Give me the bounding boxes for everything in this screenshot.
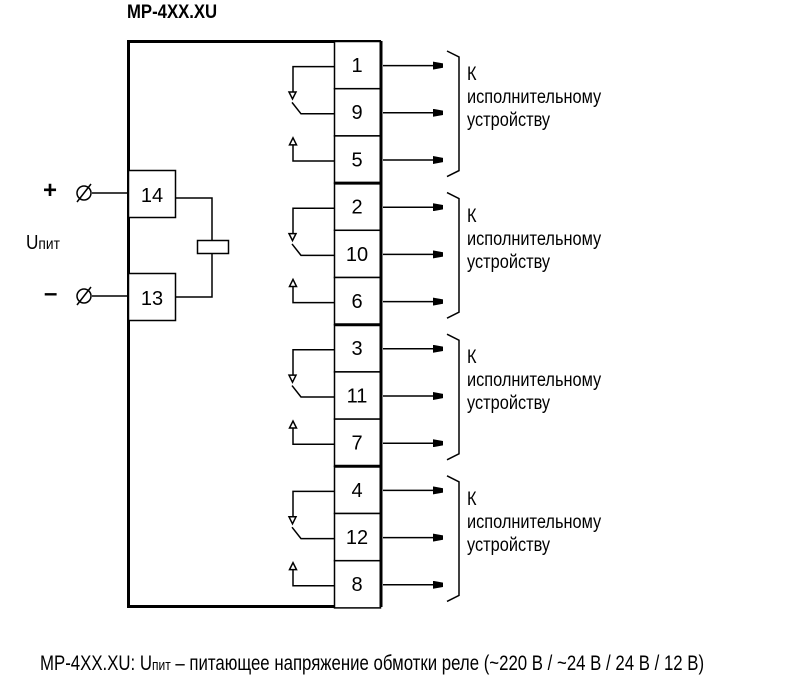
terminal-3-label: 3 xyxy=(351,338,362,360)
relay-groups: 1 9 5 2 10 6 3 11 7 4 12 8 xyxy=(287,40,460,609)
caption-rest: – питающее напряжение обмотки реле (~220… xyxy=(170,652,705,675)
switch-blade xyxy=(291,243,334,257)
terminal-10-box xyxy=(333,229,382,279)
relay-coil-icon xyxy=(196,239,230,255)
terminal-6-label: 6 xyxy=(351,291,362,313)
no-contact-wire xyxy=(292,143,334,162)
common-contact-wire xyxy=(292,349,334,379)
terminal-12-label: 12 xyxy=(346,527,368,549)
no-contact-wire xyxy=(292,568,334,587)
relay-group-3: 3 11 7 xyxy=(287,323,460,468)
terminal-14-label: 14 xyxy=(141,185,163,207)
terminal-9-label: 9 xyxy=(351,102,362,124)
common-contact-wire xyxy=(292,207,334,237)
destination-line: устройству xyxy=(467,110,551,131)
group-bracket xyxy=(446,191,460,319)
no-contact-icon xyxy=(288,136,298,146)
switch-blade xyxy=(291,385,334,398)
plus-screw-terminal-icon xyxy=(76,183,92,203)
relay-group-1: 1 9 5 xyxy=(287,40,460,184)
common-contact-wire xyxy=(292,490,334,521)
no-contact-icon xyxy=(288,560,298,571)
caption-prefix: MP-4XX.XU: U xyxy=(40,652,153,675)
destination-line: устройству xyxy=(467,534,551,556)
terminal-6-box xyxy=(333,276,382,326)
supply-section: 14 13 xyxy=(76,169,230,322)
destination-line: К xyxy=(467,64,477,85)
destination-line: К xyxy=(467,347,477,369)
terminal-14-box xyxy=(127,169,177,219)
terminal-5-label: 5 xyxy=(351,149,362,171)
destination-line: К xyxy=(467,205,477,227)
coil-wire-top xyxy=(176,197,213,240)
plus-sign: + xyxy=(43,177,58,204)
minus-screw-terminal-icon xyxy=(76,286,92,306)
destination-line: устройству xyxy=(467,393,551,415)
terminal-8-label: 8 xyxy=(351,574,362,596)
relay-group-2: 2 10 6 xyxy=(287,181,460,326)
no-contact-icon xyxy=(288,277,298,288)
terminal-10-label: 10 xyxy=(346,244,368,266)
supply-label-main: U xyxy=(26,232,39,254)
switch-blade xyxy=(291,526,334,540)
caption-sub: пит xyxy=(152,657,171,674)
destination-line: исполнительному xyxy=(467,228,602,250)
group-bracket xyxy=(446,475,460,603)
nc-contact-icon xyxy=(287,91,298,101)
destination-line: исполнительному xyxy=(467,370,602,392)
terminal-3-box xyxy=(333,323,382,373)
supply-voltage-label: Uпит xyxy=(26,232,60,255)
destination-line: исполнительному xyxy=(467,87,602,108)
terminal-13-label: 13 xyxy=(141,288,163,310)
terminal-1-label: 1 xyxy=(351,55,362,77)
nc-contact-icon xyxy=(287,374,298,384)
destination-line: К xyxy=(467,488,477,510)
terminal-13-box xyxy=(127,272,177,322)
destination-line: устройству xyxy=(467,251,551,273)
supply-label-sub: пит xyxy=(38,236,60,253)
relay-group-4: 4 12 8 xyxy=(287,464,460,609)
coil-wire-bottom xyxy=(176,254,213,298)
terminal-2-label: 2 xyxy=(351,197,362,219)
nc-contact-icon xyxy=(287,516,298,526)
group-bracket xyxy=(446,333,460,461)
common-contact-wire xyxy=(292,65,334,96)
terminal-4-label: 4 xyxy=(351,480,362,502)
no-contact-icon xyxy=(288,419,298,429)
device-title: MP-4XX.XU xyxy=(127,2,218,23)
no-contact-wire xyxy=(292,427,334,445)
terminal-9-box xyxy=(333,87,382,137)
terminal-8-box xyxy=(333,559,382,609)
minus-sign: – xyxy=(44,280,58,307)
caption: MP-4XX.XU: Uпит – питающее напряжение об… xyxy=(40,652,704,676)
group-bracket xyxy=(446,50,460,178)
switch-blade xyxy=(291,101,334,115)
terminal-7-label: 7 xyxy=(351,433,362,455)
nc-contact-icon xyxy=(287,232,298,243)
terminal-11-label: 11 xyxy=(347,385,368,407)
destination-line: исполнительному xyxy=(467,511,602,533)
no-contact-wire xyxy=(292,285,334,304)
